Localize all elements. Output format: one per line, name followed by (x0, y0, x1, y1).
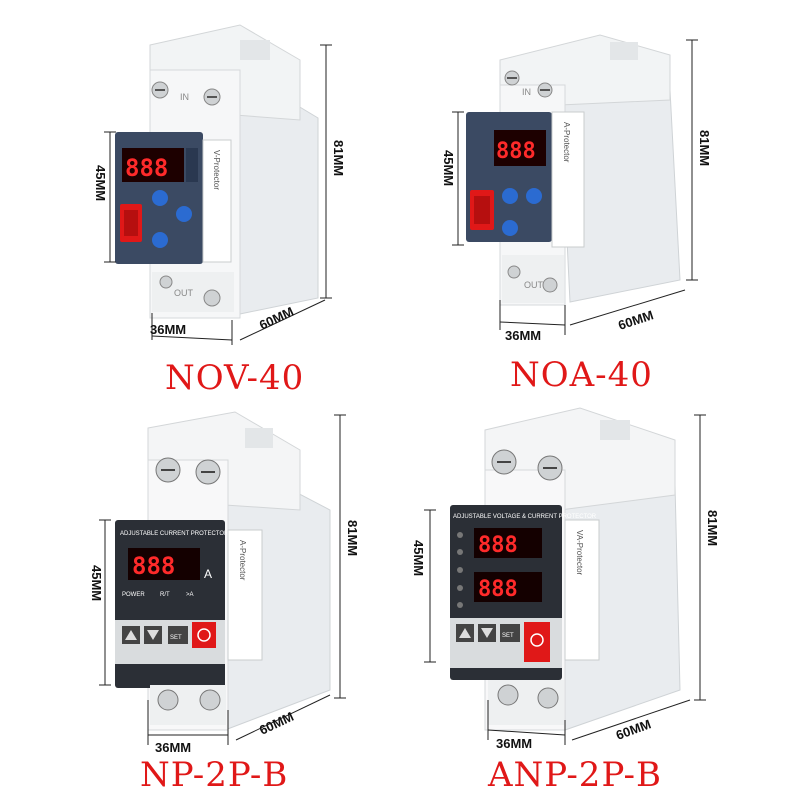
product-panel-noa40: IN 888 A-Protector OUT 81MM 45MM 36MM 60… (400, 0, 800, 400)
display-readout: 888 (132, 552, 175, 580)
front-height-dimension: 45MM (89, 565, 104, 601)
led-overcurrent-label: >A (186, 592, 194, 598)
product-panel-anp2pb: ADJUSTABLE VOLTAGE & CURRENT PROTECTOR 8… (400, 400, 800, 800)
display-voltage-readout: 888 (478, 533, 518, 558)
width-dimension: 36MM (150, 322, 186, 337)
set-button[interactable] (168, 626, 188, 644)
up-arrow-icon (125, 630, 137, 640)
terminal-out-label: OUT (524, 280, 544, 290)
terminal-in-label: IN (180, 92, 189, 102)
set-button[interactable] (500, 624, 520, 642)
front-height-dimension: 45MM (93, 165, 108, 201)
height-dimension: 81MM (697, 130, 712, 166)
front-height-dimension: 45MM (441, 150, 456, 186)
height-dimension: 81MM (345, 520, 360, 556)
width-dimension: 36MM (505, 328, 541, 343)
breaker-nov40-image: IN 888 V-Protector OUT 81MM 45MM 36MM 60… (93, 24, 346, 345)
power-icon (197, 628, 211, 642)
height-dimension: 81MM (705, 510, 720, 546)
side-label: A-Protector (562, 122, 571, 163)
display-readout: 888 (125, 154, 168, 182)
down-arrow-icon (147, 630, 159, 640)
depth-dimension: 60MM (616, 307, 655, 332)
model-caption: ANP-2P-B (488, 755, 662, 795)
side-label: V-Protector (212, 150, 221, 190)
panel-title: ADJUSTABLE VOLTAGE & CURRENT PROTECTOR (453, 514, 597, 520)
width-dimension: 36MM (496, 736, 532, 751)
height-dimension: 81MM (331, 140, 346, 176)
power-icon (530, 633, 544, 647)
side-label: A-Protector (238, 540, 247, 581)
terminal-in-label: IN (522, 87, 531, 97)
width-dimension: 36MM (155, 740, 191, 755)
product-panel-nov40: IN 888 V-Protector OUT 81MM 45MM 36MM 60… (0, 0, 400, 400)
power-button[interactable] (524, 622, 550, 662)
breaker-noa40-image: IN 888 A-Protector OUT 81MM 45MM 36MM 60… (441, 34, 712, 343)
unit-label: A (204, 567, 212, 581)
model-caption: NOA-40 (510, 355, 653, 395)
breaker-np2pb-image: ADJUSTABLE CURRENT PROTECTOR 888 A POWER… (89, 411, 360, 755)
led-power-label: POWER (122, 592, 145, 598)
side-label: VA-Protector (575, 530, 584, 576)
display-readout: 888 (496, 139, 536, 164)
depth-dimension: 60MM (614, 716, 653, 742)
set-label: SET (170, 635, 182, 641)
breaker-anp2pb-image: ADJUSTABLE VOLTAGE & CURRENT PROTECTOR 8… (411, 407, 720, 751)
display-current-readout: 888 (478, 577, 518, 602)
panel-title: ADJUSTABLE CURRENT PROTECTOR (120, 531, 229, 537)
product-panel-np2pb: ADJUSTABLE CURRENT PROTECTOR 888 A POWER… (0, 400, 400, 800)
front-height-dimension: 45MM (411, 540, 426, 576)
model-caption: NOV-40 (165, 358, 305, 398)
power-button[interactable] (192, 622, 216, 648)
led-rt-label: R/T (160, 592, 170, 598)
set-label: SET (502, 633, 514, 639)
down-arrow-icon (481, 628, 493, 638)
model-caption: NP-2P-B (140, 755, 289, 795)
up-arrow-icon (459, 628, 471, 638)
terminal-out-label: OUT (174, 288, 194, 298)
